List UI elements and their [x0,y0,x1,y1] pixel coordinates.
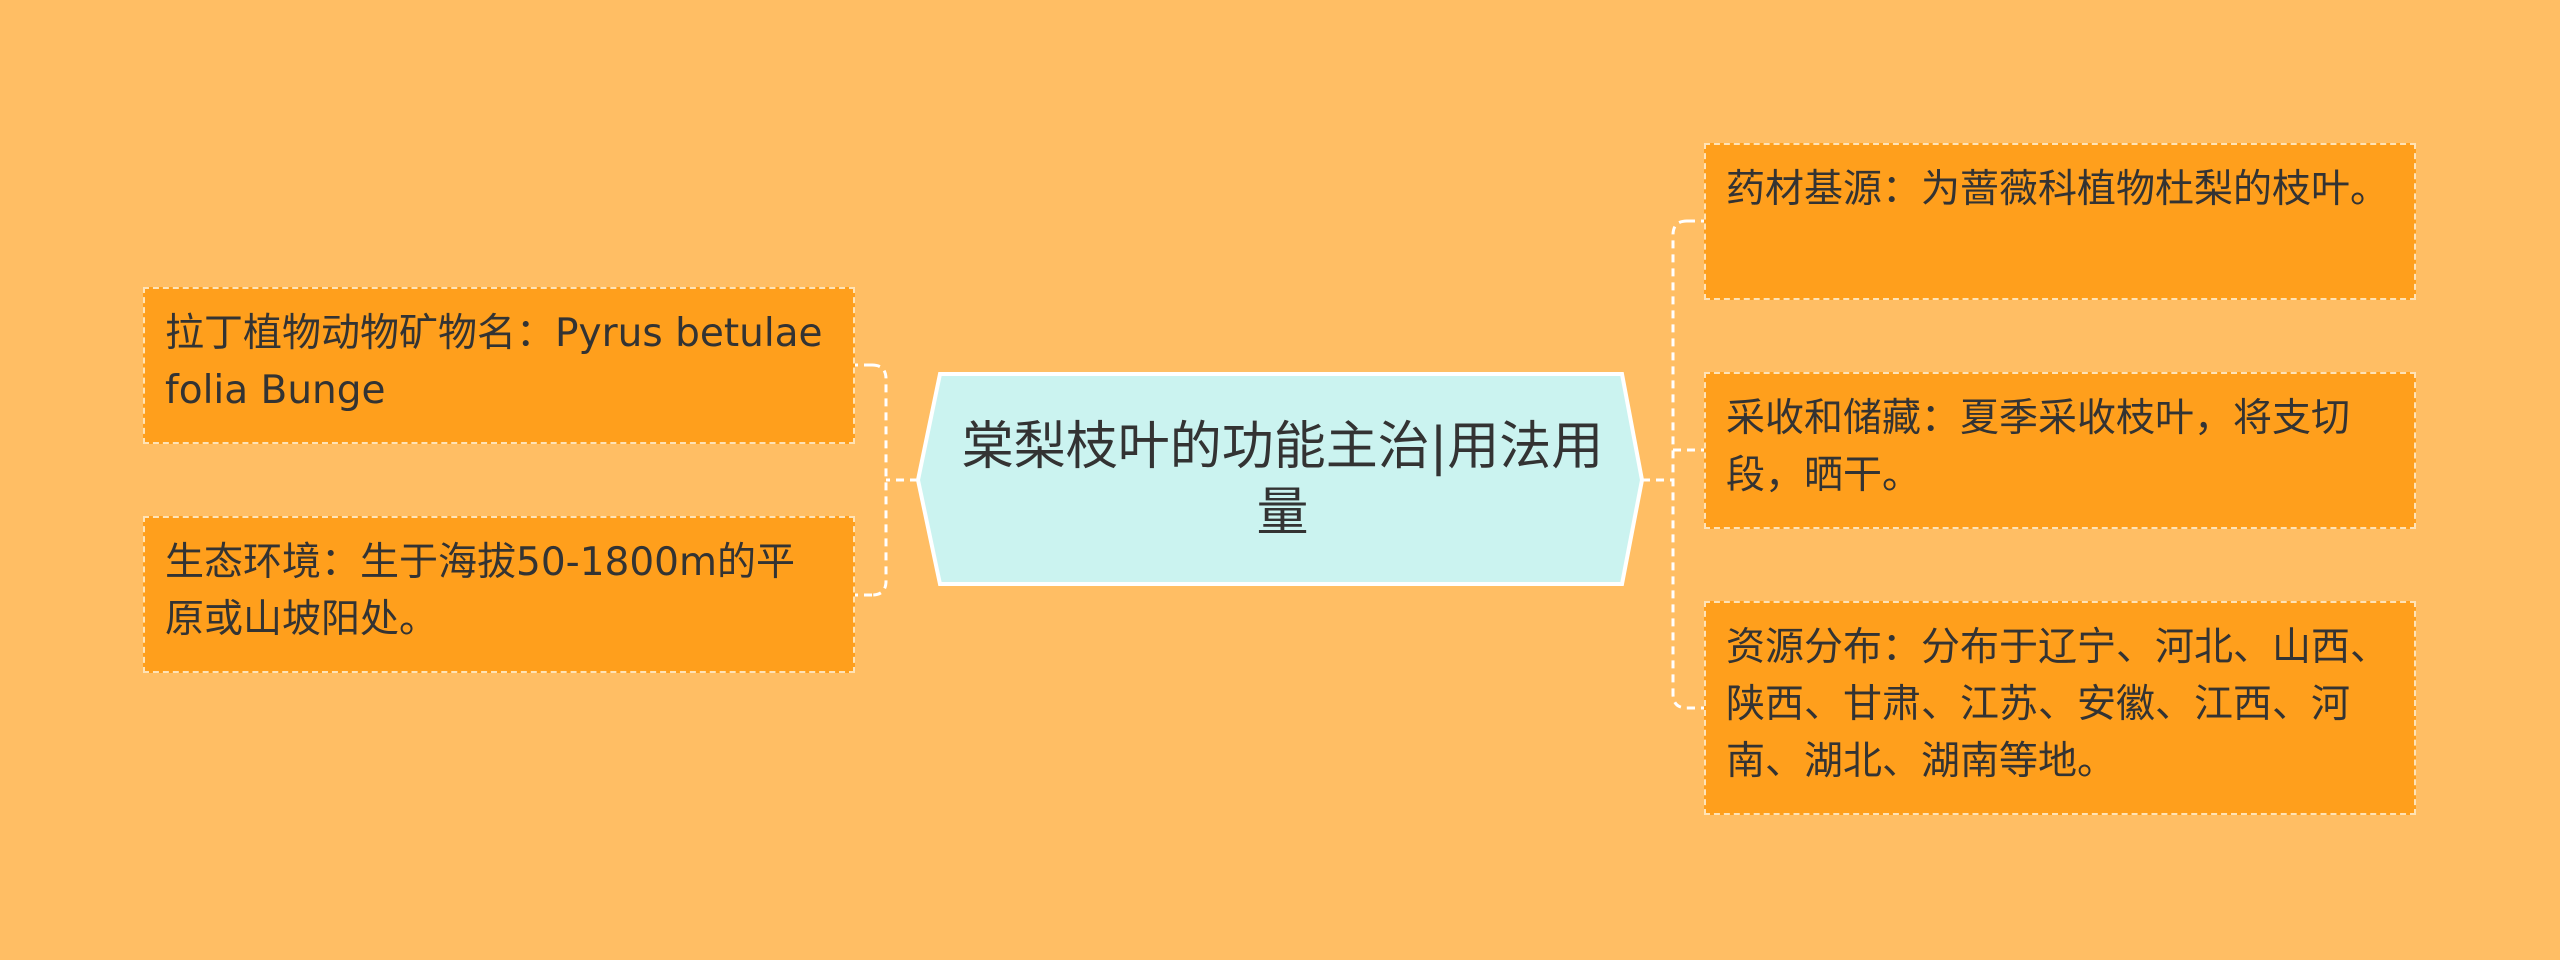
branch-distribution[interactable]: 资源分布：分布于辽宁、河北、山西、陕西、甘肃、江苏、安徽、江西、河南、湖北、湖南… [1704,601,2416,815]
branch-habitat[interactable]: 生态环境：生于海拔50-1800m的平原或山坡阳处。 [143,516,855,673]
branch-latin-name[interactable]: 拉丁植物动物矿物名：Pyrus betulaefolia Bunge [143,287,855,444]
central-topic[interactable]: 棠梨枝叶的功能主治|用法用量 [961,417,1604,543]
branch-medicinal-source[interactable]: 药材基源：为蔷薇科植物杜梨的枝叶。 [1704,143,2416,300]
branch-harvest-storage[interactable]: 采收和储藏：夏季采收枝叶，将支切段，晒干。 [1704,372,2416,529]
